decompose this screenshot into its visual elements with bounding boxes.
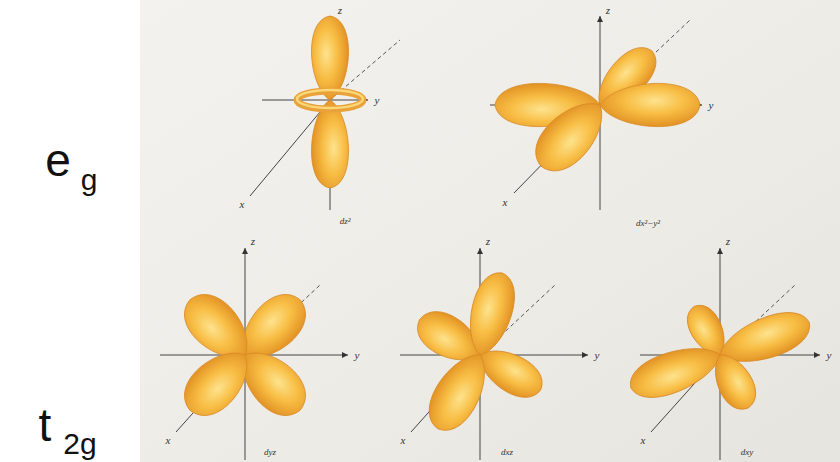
axis-label: x [641,435,646,446]
orbital-name: dz² [340,217,351,226]
axis-label: y [709,100,714,111]
axis-label: x [503,197,508,208]
axis-arrow [597,16,603,22]
orbital-lobe [311,16,348,100]
axis-label: y [355,350,360,361]
axis-label: z [338,5,342,16]
orbital-panel [400,248,588,460]
axis-label: z [606,5,610,16]
axis-arrow [477,248,483,254]
orbital-lobe [624,336,727,406]
axis-label: z [486,236,490,247]
orbital-name: dx²−y² [636,219,660,228]
orbital-panel [624,248,820,460]
axis-arrow [717,248,723,254]
axis-label: x [166,435,171,446]
orbital-name: dxy [741,448,754,457]
symmetry-label: t [39,402,52,448]
axis-arrow [342,352,348,358]
orbital-lobe [311,100,348,188]
photo-ground [140,0,840,462]
orbital-panel [250,16,400,210]
orbital-lobe [705,347,763,416]
axis-arrow [814,352,820,358]
orbital-torus-highlight [297,90,363,108]
orbital-lobe [419,344,499,439]
orbital-panel [160,248,348,460]
y-axis [262,100,368,101]
symmetry-subscript: 2g [63,429,96,459]
symmetry-subscript: g [81,165,98,195]
symmetry-label: e [45,137,71,183]
axis-arrow [242,248,248,254]
orbital-panel [490,16,702,210]
axis-arrow [582,352,588,358]
axis-label: y [375,95,380,106]
orbital-name: dyz [264,448,276,457]
axis-label: x [401,435,406,446]
axis-label: z [726,236,730,247]
axis-label: y [595,350,600,361]
axis-label: x [240,199,245,210]
orbital-lobe [524,89,616,182]
orbital-name: dxz [501,448,513,457]
orbital-torus [297,91,363,109]
orbital-lobe [461,268,522,360]
orbital-lobe [600,83,700,126]
axis-label: y [827,350,832,361]
orbital-lobe [173,339,261,427]
axis-label: z [251,236,255,247]
